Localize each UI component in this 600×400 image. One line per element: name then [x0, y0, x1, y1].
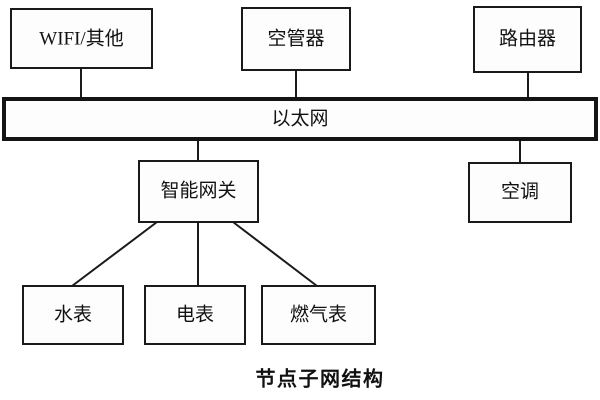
node-air-conditioner-box: [468, 162, 572, 223]
node-air-controller-label: 空管器: [267, 27, 324, 49]
node-electric-meter[interactable]: 电表: [144, 285, 246, 345]
node-wifi-other[interactable]: WIFI/其他: [10, 8, 153, 69]
link-gateway-to-gas-meter: [232, 221, 318, 287]
connector-lines: [71, 68, 529, 287]
node-wifi-other-label: WIFI/其他: [39, 27, 123, 49]
node-smart-gateway-box: [138, 160, 259, 223]
node-smart-gateway-label: 智能网关: [160, 179, 236, 201]
node-router[interactable]: 路由器: [473, 6, 582, 73]
watermark: [213, 353, 217, 366]
node-gas-meter-label: 燃气表: [290, 303, 347, 325]
node-water-meter-box: [22, 285, 124, 345]
node-water-meter-label: 水表: [54, 303, 92, 325]
node-air-controller-box: [241, 7, 351, 71]
node-air-conditioner-label: 空调: [501, 180, 539, 202]
ethernet-bus[interactable]: 以太网: [2, 97, 598, 141]
node-water-meter[interactable]: 水表: [22, 285, 124, 345]
node-electric-meter-box: [144, 285, 246, 345]
node-wifi-other-box: [10, 8, 153, 69]
node-air-conditioner[interactable]: 空调: [468, 162, 572, 223]
node-smart-gateway[interactable]: 智能网关: [138, 160, 259, 223]
node-gas-meter[interactable]: 燃气表: [261, 285, 376, 345]
node-electric-meter-label: 电表: [176, 303, 214, 325]
node-router-label: 路由器: [499, 27, 556, 49]
ethernet-bus-label: 以太网: [271, 107, 328, 129]
ethernet-bus-box: [2, 97, 598, 141]
node-air-controller[interactable]: 空管器: [241, 7, 351, 71]
link-gateway-to-water-meter: [71, 221, 158, 287]
node-gas-meter-box: [261, 285, 376, 345]
node-router-box: [473, 6, 582, 73]
diagram-caption: 节点子网结构: [256, 367, 385, 391]
